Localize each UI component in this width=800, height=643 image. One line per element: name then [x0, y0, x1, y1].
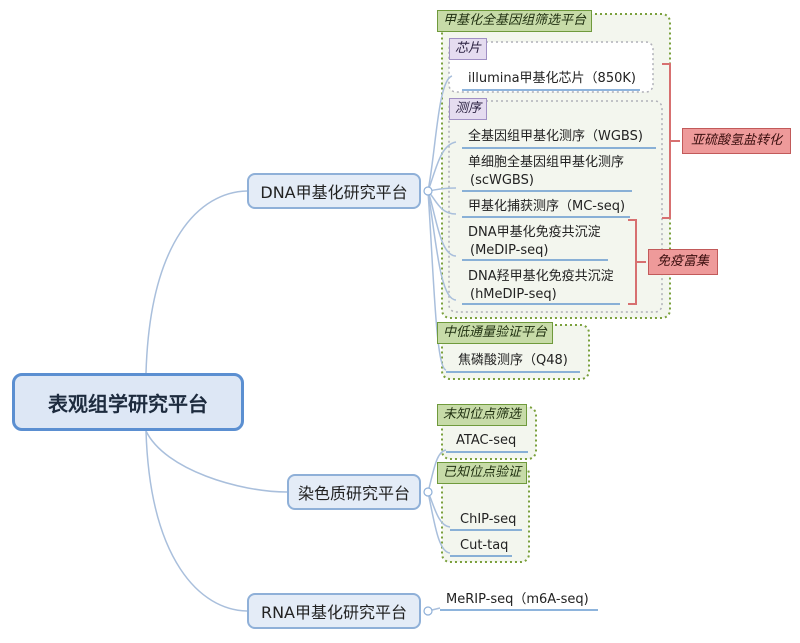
rna-collapse-circle[interactable]: [423, 606, 433, 616]
hmedip-item-line1[interactable]: DNA羟甲基化免疫共沉淀: [468, 269, 614, 284]
chip-seq-item[interactable]: ChIP-seq: [460, 512, 517, 527]
dna-methylation-node[interactable]: DNA甲基化研究平台: [247, 173, 421, 209]
cut-taq-item[interactable]: Cut-taq: [460, 538, 509, 553]
dna-collapse-circle[interactable]: [423, 186, 433, 196]
illumina-chip-item[interactable]: illumina甲基化芯片（850K): [468, 71, 636, 86]
rna-methylation-node[interactable]: RNA甲基化研究平台: [247, 593, 421, 629]
medip-item-line2[interactable]: (MeDIP-seq): [470, 243, 549, 258]
sequencing-tag[interactable]: 测序: [449, 98, 488, 120]
item-underlines: [440, 89, 656, 611]
sequencing-group-frame: [448, 100, 663, 313]
chromatin-node[interactable]: 染色质研究平台: [287, 474, 421, 510]
q48-item[interactable]: 焦磷酸测序（Q48): [458, 353, 568, 368]
wgbs-item[interactable]: 全基因组甲基化测序（WGBS): [468, 129, 643, 144]
merip-seq-item[interactable]: MeRIP-seq（m6A-seq): [446, 592, 589, 607]
chip-tag[interactable]: 芯片: [449, 38, 488, 60]
hmedip-item-line2[interactable]: (hMeDIP-seq): [470, 287, 557, 302]
chromatin-collapse-circle[interactable]: [423, 487, 433, 497]
unknown-site-tag[interactable]: 未知位点筛选: [437, 404, 528, 426]
root-connectors: [145, 75, 457, 612]
known-site-tag[interactable]: 已知位点验证: [437, 462, 528, 484]
medip-item-line1[interactable]: DNA甲基化免疫共沉淀: [468, 225, 601, 240]
mcseq-item[interactable]: 甲基化捕获测序（MC-seq): [468, 199, 626, 214]
genome-wide-tag[interactable]: 甲基化全基因组筛选平台: [437, 10, 593, 32]
scwgbs-item-line1[interactable]: 单细胞全基因组甲基化测序: [468, 155, 625, 170]
validation-tag[interactable]: 中低通量验证平台: [437, 322, 554, 344]
atac-seq-item[interactable]: ATAC-seq: [456, 433, 517, 448]
immune-annotation[interactable]: 免疫富集: [648, 249, 719, 275]
annotation-brackets: [628, 63, 680, 305]
chip-group-frame: [448, 41, 654, 93]
bisulfite-annotation[interactable]: 亚硫酸氢盐转化: [682, 128, 792, 154]
scwgbs-item-line2[interactable]: (scWGBS): [470, 173, 534, 188]
root-node[interactable]: 表观组学研究平台: [12, 373, 244, 431]
